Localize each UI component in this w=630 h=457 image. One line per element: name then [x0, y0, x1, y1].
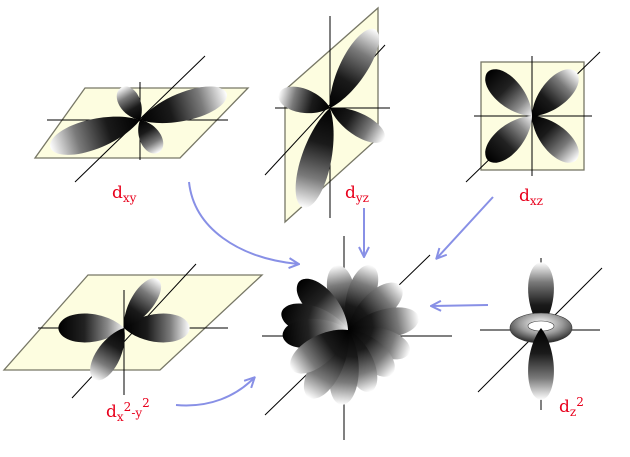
orbital-dx2y2: [2, 263, 264, 399]
label-dyz: dyz: [345, 183, 369, 205]
orbital-dyz: [264, 6, 390, 224]
label-dxz: dxz: [519, 186, 543, 208]
orbital-dxz: [465, 51, 601, 183]
arrow-dz2: [432, 305, 489, 306]
label-dz2: dz2: [559, 395, 584, 419]
orbital-dxy: [33, 55, 250, 183]
arrow-dxz: [437, 196, 494, 258]
orbital-dz2: [477, 258, 603, 410]
arrow-dx2y2: [175, 378, 254, 407]
orbital-combined: [262, 236, 452, 440]
arrows: [175, 181, 494, 407]
label-dxy: dxy: [112, 183, 137, 205]
label-dx2y2: dx2-y2: [106, 396, 150, 424]
arrow-dxy: [188, 181, 298, 264]
